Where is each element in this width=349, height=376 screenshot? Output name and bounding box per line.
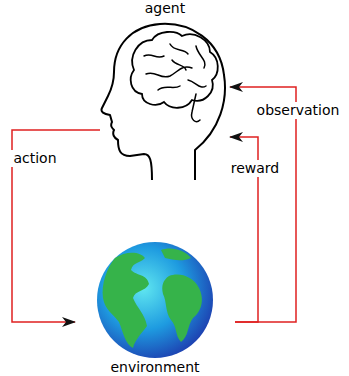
edge-label: action: [11, 150, 58, 167]
edge-label: observation: [255, 102, 342, 119]
signal-connector: [230, 87, 296, 322]
node-label: agent: [145, 0, 185, 17]
node-label: environment: [110, 359, 199, 376]
edge-label: reward: [229, 160, 282, 177]
signal-connector: [12, 130, 100, 322]
agent-node: agent: [100, 0, 230, 182]
environment-node: environment: [75, 236, 235, 376]
globe-illustration: [75, 236, 235, 376]
head-illustration: [100, 0, 230, 182]
